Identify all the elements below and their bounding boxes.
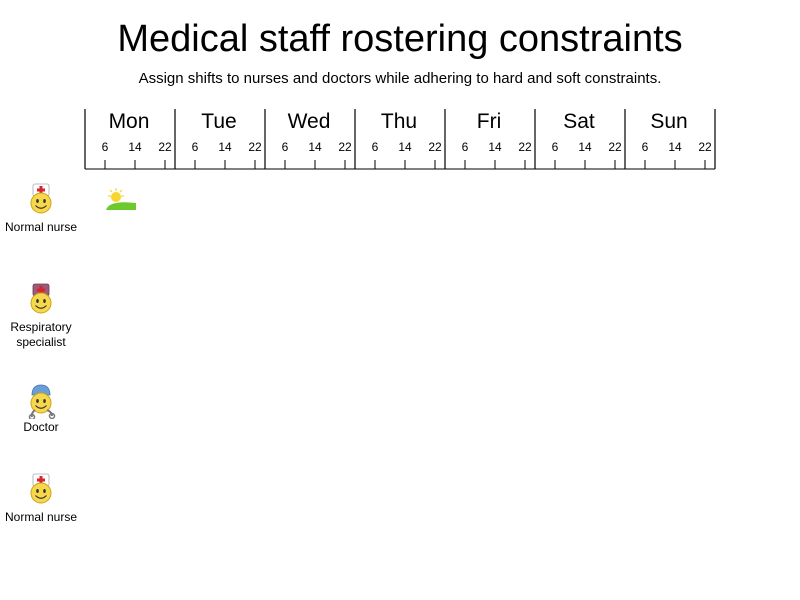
doctor-icon xyxy=(1,383,81,419)
day-label-mon: Mon xyxy=(109,110,150,133)
hour-tick-label: 6 xyxy=(282,140,289,154)
hour-tick-label: 22 xyxy=(698,140,712,154)
hour-tick-label: 22 xyxy=(518,140,532,154)
hour-tick-label: 14 xyxy=(308,140,322,154)
hour-tick-label: 14 xyxy=(218,140,232,154)
page-title: Medical staff rostering constraints xyxy=(117,18,683,60)
hour-tick-label: 22 xyxy=(428,140,442,154)
respiratory-specialist-icon xyxy=(1,283,81,319)
day-label-fri: Fri xyxy=(477,110,502,133)
hour-tick-label: 22 xyxy=(608,140,622,154)
day-label-wed: Wed xyxy=(288,110,331,133)
hour-tick-label: 6 xyxy=(192,140,199,154)
staff-nurse: Normal nurse xyxy=(1,473,81,525)
staff-label: Normal nurse xyxy=(4,510,78,524)
staff-label: Doctor xyxy=(23,420,59,434)
hour-tick-label: 6 xyxy=(102,140,109,154)
staff-label: Respiratory specialist xyxy=(10,320,72,349)
staff-nurse: Normal nurse xyxy=(1,183,81,235)
page-subtitle: Assign shifts to nurses and doctors whil… xyxy=(138,70,662,87)
hour-tick-label: 14 xyxy=(668,140,682,154)
hour-tick-label: 14 xyxy=(578,140,592,154)
hour-tick-label: 22 xyxy=(158,140,172,154)
hour-tick-label: 6 xyxy=(372,140,379,154)
staff-respiratory-specialist: Respiratory specialist xyxy=(1,283,81,350)
staff-label: Normal nurse xyxy=(4,220,78,234)
day-label-thu: Thu xyxy=(381,110,417,133)
hour-tick-label: 14 xyxy=(128,140,142,154)
day-label-sat: Sat xyxy=(563,110,595,133)
hour-tick-label: 6 xyxy=(462,140,469,154)
nurse-icon xyxy=(1,183,81,219)
hour-tick-label: 22 xyxy=(338,140,352,154)
day-label-sun: Sun xyxy=(650,110,687,133)
day-label-tue: Tue xyxy=(201,110,236,133)
staff-doctor: Doctor xyxy=(1,383,81,435)
hour-tick-label: 14 xyxy=(398,140,412,154)
hour-tick-label: 6 xyxy=(552,140,559,154)
hour-tick-label: 6 xyxy=(642,140,649,154)
nurse-icon xyxy=(1,473,81,509)
hour-tick-label: 22 xyxy=(248,140,262,154)
hour-tick-label: 14 xyxy=(488,140,502,154)
sunrise-icon xyxy=(105,187,139,218)
